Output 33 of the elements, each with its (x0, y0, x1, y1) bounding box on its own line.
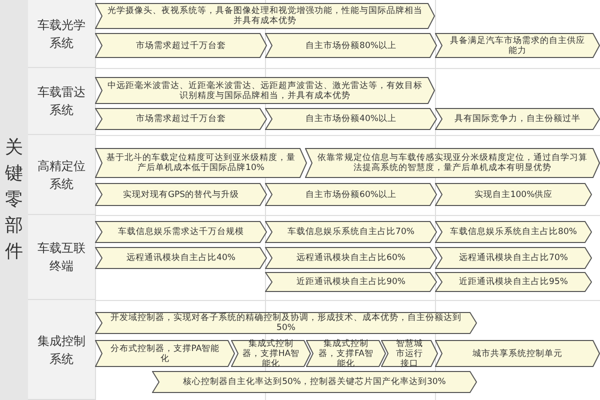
chevron-step: 远程通讯模块自主占比70% (435, 247, 592, 269)
chevron-step: 远程通讯模块自主占比40% (95, 247, 267, 269)
chevron-step: 远程通讯模块自主占比60% (265, 247, 437, 269)
chevron-step: 中远距毫米波雷达、近距毫米波雷达、远距超声波雷达、激光雷达等，有效目标识别精度与国际品牌相当，并具有成本优势 (95, 77, 435, 104)
chevron-step: 具有国际竞争力，自主份额过半 (435, 108, 600, 130)
chevron-step: 核心控制器自主化率达到50%，控制器关键芯片国产化率达到30% (152, 371, 477, 393)
category-heading: 车载光学系统 (28, 0, 95, 68)
chevron-step: 市场需求超过千万台套 (95, 33, 267, 58)
chevron-step: 智慧城市运行接口 (381, 340, 438, 367)
chevron-step: 自主市场份额40%以上 (265, 108, 437, 130)
chevron-step: 近距通讯模块自主占比90% (265, 272, 437, 292)
chevron-step: 近距通讯模块自主占比95% (435, 272, 592, 292)
chevron-step: 车载信息娱乐系统自主占比80% (435, 221, 592, 243)
category-heading: 集成控制系统 (28, 300, 95, 400)
chevron-step: 分布式控制器，支撑PA智能化 (95, 340, 235, 367)
chevron-step: 集成式控制器，支撑HA智能化 (231, 340, 311, 367)
side-heading: 关键零部件 (0, 0, 28, 400)
chevron-step: 实现对现有GPS的替代与升级 (95, 183, 267, 206)
category-heading: 高精定位系统 (28, 135, 95, 215)
chevron-step: 光学摄像头、夜视系统等，具备图像处理和视觉增强功能，性能与国际品牌相当并具有成本优势 (95, 3, 435, 29)
chevron-step: 车载信息娱乐需求达千万台规模 (95, 221, 267, 243)
chevron-step: 市场需求超过千万台套 (95, 108, 267, 130)
chevron-step: 自主市场份额80%以上 (265, 33, 437, 58)
chevron-step: 基于北斗的车载定位精度可达到亚米级精度，量产后单机成本低于国际品牌10% (95, 148, 307, 178)
chevron-step: 具备满足汽车市场需求的自主供应能力 (435, 33, 600, 58)
category-heading: 车载互联终端 (28, 215, 95, 300)
chevron-step: 车载信息娱乐系统自主占比70% (265, 221, 437, 243)
chevron-step: 依靠常规定位信息与车载传感实现亚分米级精度定位，通过自学习算法提高系统的智慧度，量产后单机成本有明显优势 (305, 148, 600, 178)
chevron-step: 自主市场份额60%以上 (265, 183, 437, 206)
chevron-step: 集成式控制器，支撑FA智能化 (306, 340, 386, 367)
category-heading: 车载雷达系统 (28, 68, 95, 135)
chevron-step: 开发域控制器，实现对各子系统的精确控制及协调，形成技术、成本优势，自主份额达到50% (95, 312, 477, 334)
chevron-step: 实现自主100%供应 (435, 183, 592, 206)
